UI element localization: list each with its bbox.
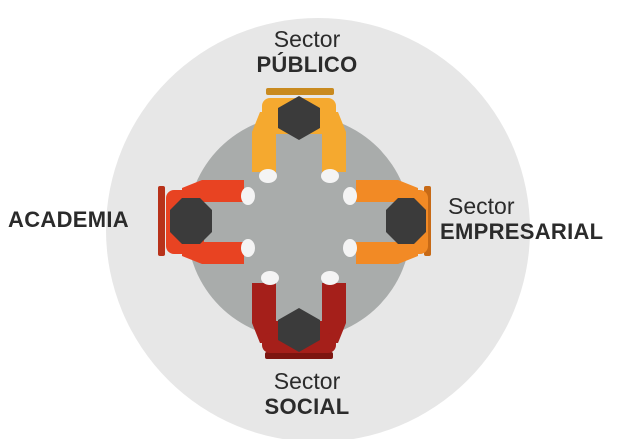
label-sector-empresarial: Sector EMPRESARIAL (440, 193, 637, 244)
figure-social (252, 271, 346, 359)
chair-academia (158, 186, 165, 256)
figure-empresarial (343, 180, 431, 264)
chair-publico (266, 88, 334, 95)
chair-social (265, 352, 333, 359)
head-publico (278, 96, 320, 140)
hand-academia-top (241, 187, 255, 205)
label-social-line1: Sector (273, 368, 341, 394)
head-academia (170, 198, 212, 244)
head-empresarial (386, 198, 426, 244)
hand-publico-right (321, 169, 339, 183)
label-empresarial-line1: Sector (448, 193, 515, 219)
label-empresarial-line2: EMPRESARIAL (440, 218, 604, 244)
arms-social (252, 283, 346, 343)
label-sector-social: Sector SOCIAL (232, 368, 382, 419)
round-table (187, 115, 411, 339)
head-social (278, 308, 320, 352)
hand-publico-left (259, 169, 277, 183)
hand-empresarial-top (343, 187, 357, 205)
label-academia: ACADEMIA (8, 207, 158, 233)
hand-social-right (321, 271, 339, 285)
label-academia-text: ACADEMIA (8, 207, 129, 232)
label-publico-line2: PÚBLICO (256, 51, 358, 77)
hand-social-left (261, 271, 279, 285)
hand-academia-bottom (241, 239, 255, 257)
label-sector-publico: Sector PÚBLICO (232, 26, 382, 77)
figure-publico (252, 88, 346, 183)
label-social-line2: SOCIAL (264, 393, 350, 419)
figure-academia (158, 180, 255, 264)
label-publico-line1: Sector (273, 26, 341, 52)
arms-publico (252, 112, 346, 172)
hand-empresarial-bottom (343, 239, 357, 257)
